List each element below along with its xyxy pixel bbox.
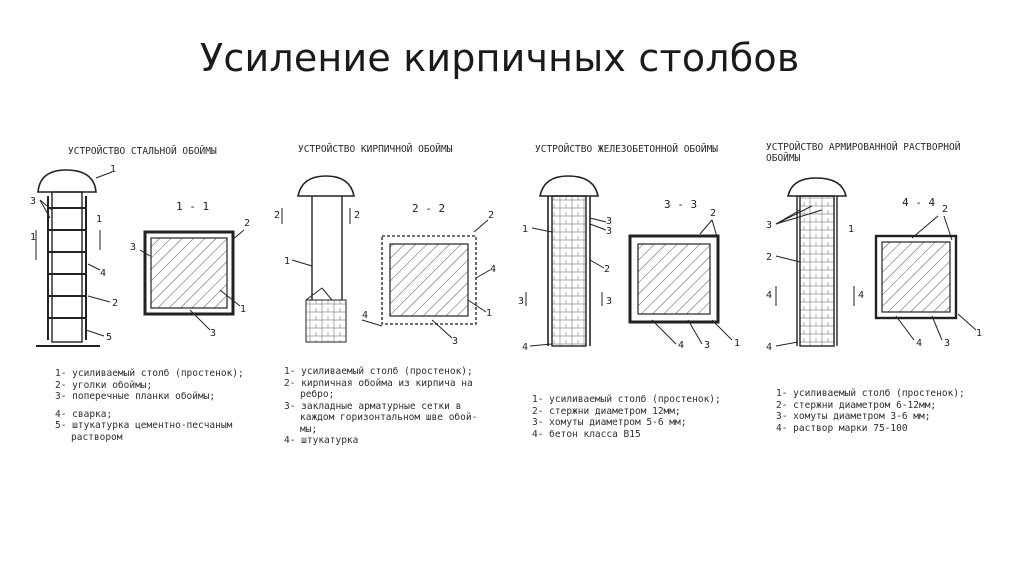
column-cap bbox=[787, 177, 847, 197]
svg-text:4: 4 bbox=[916, 338, 922, 349]
panel-1-legend: 1- усиливаемый столб (простенок); 2- уго… bbox=[55, 368, 244, 443]
svg-text:2: 2 bbox=[274, 210, 280, 221]
section-label: 3 - 3 bbox=[664, 198, 697, 211]
panel-4-heading-line: УСТРОЙСТВО АРМИРОВАННОЙ РАСТВОРНОЙ ОБОЙМ… bbox=[766, 142, 982, 164]
legend-item: 3- поперечные планки обоймы; bbox=[55, 391, 216, 402]
svg-text:3: 3 bbox=[944, 338, 950, 349]
panel-4-heading: УСТРОЙСТВО АРМИРОВАННОЙ РАСТВОРНОЙ ОБОЙМ… bbox=[766, 142, 961, 164]
callout-5: 5 bbox=[106, 332, 112, 343]
svg-text:2: 2 bbox=[488, 210, 494, 221]
section-hatch bbox=[389, 243, 469, 317]
svg-text:1: 1 bbox=[240, 304, 246, 315]
svg-text:3: 3 bbox=[766, 220, 772, 231]
section-label: 4 - 4 bbox=[902, 196, 935, 209]
brick-jacket bbox=[305, 299, 347, 343]
panel-2-heading: УСТРОЙСТВО КИРПИЧНОЙ ОБОЙМЫ bbox=[298, 144, 453, 155]
panel-3-heading: УСТРОЙСТВО ЖЕЛЕЗОБЕТОННОЙ ОБОЙМЫ bbox=[535, 144, 719, 155]
svg-text:1: 1 bbox=[522, 224, 528, 235]
column-cap bbox=[539, 175, 599, 197]
legend-item: мы; bbox=[300, 423, 318, 435]
panel-2-legend: 1- усиливаемый столб (простенок); 2- кир… bbox=[284, 366, 477, 447]
callout-4: 4 bbox=[100, 268, 106, 279]
callout-1: 1 bbox=[110, 164, 116, 175]
svg-text:2: 2 bbox=[710, 208, 716, 219]
panel-2-drawing: 2 2 1 2 - 2 2 4 1 3 4 bbox=[274, 175, 496, 347]
svg-text:3: 3 bbox=[130, 242, 136, 253]
svg-text:4: 4 bbox=[766, 342, 772, 353]
svg-text:3: 3 bbox=[606, 226, 612, 237]
panel-1-drawing: 1 3 4 2 5 1 1 1 - 1 2 3 1 3 bbox=[30, 164, 250, 347]
section-hatch bbox=[150, 237, 228, 309]
svg-text:2: 2 bbox=[604, 264, 610, 275]
legend-item: 4- штукатурка bbox=[284, 435, 359, 446]
panel-1-heading: УСТРОЙСТВО СТАЛЬНОЙ ОБОЙМЫ bbox=[68, 146, 217, 157]
svg-text:1: 1 bbox=[486, 308, 492, 319]
legend-item: 4- сварка; bbox=[55, 408, 113, 420]
section-label: 2 - 2 bbox=[412, 202, 445, 215]
legend-item: 2- стержни диаметром 12мм; bbox=[532, 405, 681, 417]
panel-4-legend: 1- усиливаемый столб (простенок); 2- сте… bbox=[776, 388, 965, 434]
legend-item: ребро; bbox=[300, 389, 335, 400]
legend-item: 1- усиливаемый столб (простенок); bbox=[55, 368, 244, 379]
svg-text:2: 2 bbox=[942, 204, 948, 215]
legend-item: 4- раствор марки 75-100 bbox=[776, 422, 908, 434]
legend-item: 4- бетон класса B15 bbox=[532, 428, 641, 440]
svg-text:1: 1 bbox=[734, 338, 740, 349]
panel-4-drawing: 3 2 4 4 4 1 4 - 4 2 4 3 1 bbox=[766, 177, 982, 353]
svg-text:3: 3 bbox=[518, 296, 524, 307]
legend-item: 2- кирпичная обойма из кирпича на bbox=[284, 377, 473, 389]
legend-item: 3- закладные арматурные сетки в bbox=[284, 400, 462, 412]
svg-text:4: 4 bbox=[362, 310, 368, 321]
column-cap bbox=[297, 175, 355, 197]
svg-text:2: 2 bbox=[766, 252, 772, 263]
legend-item: 2- стержни диаметром 6-12мм; bbox=[776, 399, 937, 411]
legend-item: раствором bbox=[71, 431, 123, 443]
svg-text:4: 4 bbox=[858, 290, 864, 301]
column-cap bbox=[37, 169, 97, 193]
section-label: 1 - 1 bbox=[176, 200, 209, 213]
column-body bbox=[799, 195, 835, 347]
legend-item: 1- усиливаемый столб (простенок); bbox=[284, 366, 473, 377]
svg-text:3: 3 bbox=[606, 296, 612, 307]
svg-text:3: 3 bbox=[606, 216, 612, 227]
panel-3-legend: 1- усиливаемый столб (простенок); 2- сте… bbox=[532, 394, 721, 440]
svg-text:1: 1 bbox=[30, 232, 36, 243]
page-title: Усиление кирпичных столбов bbox=[200, 36, 800, 80]
legend-item: 1- усиливаемый столб (простенок); bbox=[532, 394, 721, 405]
column-body bbox=[551, 195, 587, 347]
svg-text:4: 4 bbox=[522, 342, 528, 353]
svg-text:2: 2 bbox=[354, 210, 360, 221]
callout-2: 2 bbox=[112, 298, 118, 309]
svg-text:1: 1 bbox=[848, 224, 854, 235]
legend-item: каждом горизонтальном шве обой- bbox=[300, 412, 478, 423]
svg-text:4: 4 bbox=[490, 264, 496, 275]
legend-item: 3- хомуты диаметром 3-6 мм; bbox=[776, 411, 931, 422]
section-hatch bbox=[637, 243, 711, 315]
svg-text:1: 1 bbox=[284, 256, 290, 267]
section-hatch bbox=[881, 241, 951, 313]
legend-item: 3- хомуты диаметром 5-6 мм; bbox=[532, 417, 687, 428]
svg-text:1: 1 bbox=[96, 214, 102, 225]
svg-text:3: 3 bbox=[704, 340, 710, 351]
svg-text:1: 1 bbox=[976, 328, 982, 339]
svg-text:2: 2 bbox=[244, 218, 250, 229]
svg-text:4: 4 bbox=[766, 290, 772, 301]
legend-item: 5- штукатурка цементно-песчаным bbox=[55, 420, 233, 431]
callout-3: 3 bbox=[30, 196, 36, 207]
svg-text:4: 4 bbox=[678, 340, 684, 351]
legend-item: 2- уголки обоймы; bbox=[55, 379, 153, 391]
column-body bbox=[51, 191, 83, 343]
svg-text:3: 3 bbox=[452, 336, 458, 347]
svg-text:3: 3 bbox=[210, 328, 216, 339]
legend-item: 1- усиливаемый столб (простенок); bbox=[776, 388, 965, 399]
